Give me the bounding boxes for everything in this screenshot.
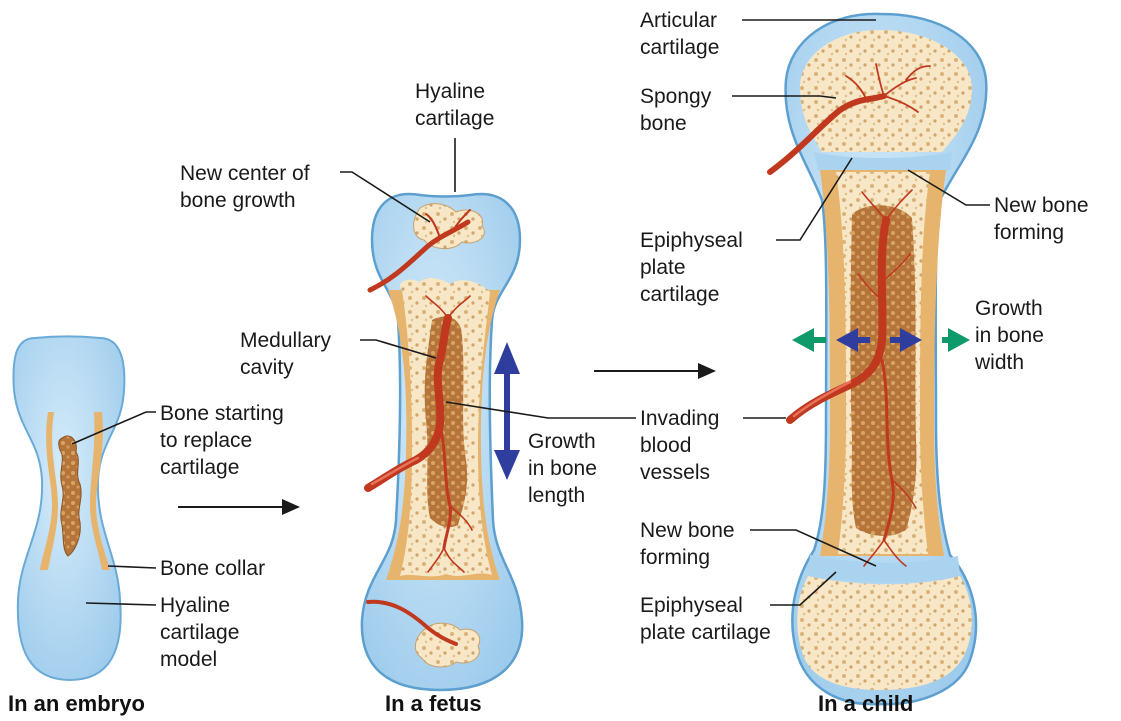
label-epiphyseal-top-1: Epiphyseal <box>640 229 743 252</box>
child-bottom-epiphysis <box>797 576 972 690</box>
label-epiphyseal-bottom-2: plate cartilage <box>640 621 771 644</box>
label-epiphyseal-bottom-1: Epiphyseal <box>640 594 743 617</box>
label-new-bone-bottom-1: New bone <box>640 519 735 542</box>
label-hyaline-model-1: Hyaline <box>160 594 230 617</box>
label-hyaline-fetus-2: cartilage <box>415 107 494 130</box>
label-new-bone-bottom-2: forming <box>640 546 710 569</box>
label-new-bone-top-1: New bone <box>994 194 1089 217</box>
label-bone-collar: Bone collar <box>160 557 265 580</box>
label-bone-starting-1: Bone starting <box>160 402 284 425</box>
label-new-center-1: New center of <box>180 162 310 185</box>
label-epiphyseal-top-3: cartilage <box>640 283 719 306</box>
label-articular-1: Articular <box>640 9 717 32</box>
label-invading-3: vessels <box>640 461 710 484</box>
label-medullary-1: Medullary <box>240 329 332 352</box>
label-spongy-2: bone <box>640 112 687 135</box>
label-growth-width-1: Growth <box>975 297 1043 320</box>
caption-fetus: In a fetus <box>385 691 482 716</box>
label-invading-2: blood <box>640 434 691 457</box>
child-top-epiphysis <box>800 30 972 152</box>
label-hyaline-fetus-1: Hyaline <box>415 80 485 103</box>
embryo-bone <box>13 337 124 681</box>
label-hyaline-model-3: model <box>160 648 217 671</box>
label-bone-starting-3: cartilage <box>160 456 239 479</box>
fetus-bone <box>362 194 522 690</box>
label-epiphyseal-top-2: plate <box>640 256 686 279</box>
label-growth-width-2: in bone <box>975 324 1044 347</box>
label-invading-1: Invading <box>640 407 719 430</box>
label-articular-2: cartilage <box>640 36 719 59</box>
label-bone-starting-2: to replace <box>160 429 252 452</box>
caption-child: In a child <box>818 691 913 716</box>
label-medullary-2: cavity <box>240 356 294 379</box>
label-growth-width-3: width <box>974 351 1024 374</box>
label-growth-length-3: length <box>528 484 585 507</box>
label-new-center-2: bone growth <box>180 189 296 212</box>
label-hyaline-model-2: cartilage <box>160 621 239 644</box>
label-new-bone-top-2: forming <box>994 221 1064 244</box>
label-spongy-1: Spongy <box>640 85 712 108</box>
fetus-secondary-center-bottom <box>415 623 479 667</box>
label-growth-length-1: Growth <box>528 430 596 453</box>
label-growth-length-2: in bone <box>528 457 597 480</box>
caption-embryo: In an embryo <box>8 691 145 716</box>
child-bone <box>770 14 986 704</box>
